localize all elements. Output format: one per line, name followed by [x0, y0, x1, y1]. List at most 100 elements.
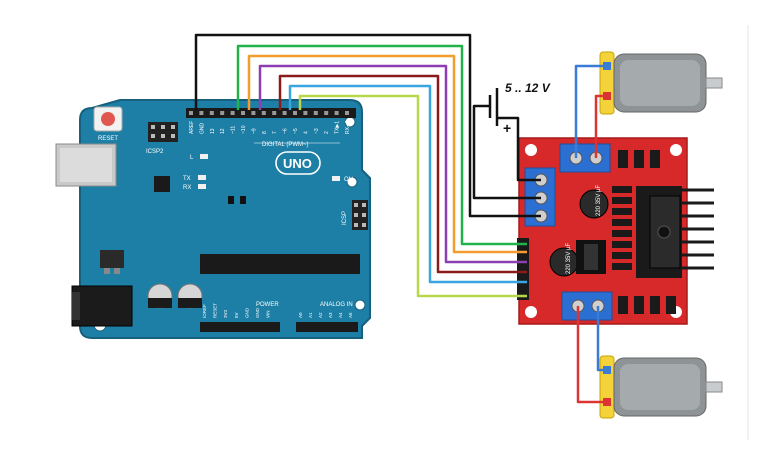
- wire-motor-b-blue: [596, 306, 603, 372]
- input-header: [517, 238, 529, 300]
- driver-cap1-label: 220 35V μF: [596, 185, 602, 216]
- icsp-label: ICSP: [342, 211, 348, 225]
- wire-orange: [247, 54, 527, 254]
- wires: [194, 33, 603, 404]
- power-pin-label: 3V3: [223, 309, 228, 318]
- top-pin-label: GND: [199, 123, 205, 135]
- analog-label: ANALOG IN: [320, 302, 353, 308]
- led-on-label: ON: [344, 177, 353, 183]
- analog-pin-label: A1: [308, 312, 313, 318]
- led-rx-label: RX: [183, 185, 191, 191]
- analog-header: [296, 322, 358, 332]
- header-pin: [251, 111, 256, 115]
- diode: [612, 241, 632, 248]
- driver-capacitor-1: [579, 189, 609, 219]
- top-pin-label: 4: [303, 131, 309, 134]
- power-header: [200, 322, 280, 332]
- wire-battery-minus: [472, 104, 541, 200]
- icsp2-header: [148, 122, 178, 142]
- header-pin: [261, 111, 266, 115]
- header-pin: [272, 111, 277, 115]
- diode: [612, 197, 632, 204]
- led-tx-label: TX: [183, 176, 191, 182]
- header-pin: [241, 111, 245, 115]
- top-pin-label: ~9: [251, 128, 257, 134]
- top-pin-label: ~10: [241, 125, 247, 134]
- motor-a: [599, 51, 723, 115]
- icsp-header: [352, 200, 368, 230]
- diode: [612, 252, 632, 259]
- analog-pin-label: A3: [328, 312, 333, 318]
- digital-header: [186, 108, 356, 118]
- wire-yellow: [298, 94, 527, 298]
- wire-battery-plus: [497, 116, 541, 182]
- wire-darkred: [278, 74, 527, 274]
- uno-text: UNO: [283, 156, 312, 171]
- top-pin-label: ~6: [283, 128, 289, 134]
- analog-pin-label: A4: [338, 312, 343, 318]
- supply-plus-label: +: [503, 120, 511, 136]
- top-pin-label: 2: [324, 131, 330, 134]
- uno-logo: [275, 151, 321, 175]
- header-pin: [303, 111, 308, 115]
- analog-pin-label: A2: [318, 312, 323, 318]
- small-chip: [154, 176, 170, 192]
- reset-label: RESET: [98, 136, 118, 142]
- header-pin: [282, 111, 287, 115]
- top-pin-label: ~5: [293, 128, 299, 134]
- dc-jack: [71, 285, 133, 327]
- wire-purple: [258, 64, 527, 264]
- wire-motor-a-blue: [574, 64, 603, 158]
- diode: [612, 263, 632, 270]
- analog-pin-label: A0: [298, 312, 303, 318]
- diode: [612, 186, 632, 193]
- top-pin-label: 13: [210, 128, 216, 134]
- power-pin-label: 5V: [234, 312, 239, 318]
- driver-cap2-label: 220 35V μF: [566, 243, 572, 274]
- wire-motor-b-red: [576, 306, 603, 404]
- header-pin: [324, 111, 329, 115]
- header-pin: [230, 111, 235, 115]
- motor-b: [599, 355, 723, 419]
- power-pin-label: VIN: [266, 310, 271, 318]
- wire-green: [236, 44, 527, 246]
- wire-motor-a-red: [594, 94, 603, 158]
- diode: [612, 230, 632, 237]
- header-pin: [189, 111, 193, 115]
- header-pin: [334, 111, 339, 115]
- supply-voltage-label: 5 .. 12 V: [505, 81, 551, 95]
- power-pin-label: IOREF: [202, 304, 207, 318]
- diode: [612, 219, 632, 226]
- top-pin-label: 8: [262, 131, 268, 134]
- led-l-label: L: [190, 155, 194, 161]
- digital-label: DIGITAL (PWM~): [262, 142, 309, 148]
- top-pin-label: AREF: [189, 121, 195, 134]
- top-pin-label: 12: [220, 128, 226, 134]
- l298n-driver-board: 220 35V μF 220 35V μF: [517, 137, 714, 325]
- header-pin: [209, 111, 214, 115]
- battery-symbol: 5 .. 12 V +: [488, 81, 551, 136]
- atmega-chip: [200, 254, 360, 274]
- wire-blue: [288, 84, 527, 284]
- driver-capacitor-2: [549, 247, 579, 277]
- icsp2-label: ICSP2: [146, 149, 164, 155]
- top-pin-label: RX◀0: [345, 120, 351, 134]
- header-pin: [313, 111, 318, 115]
- top-pin-label: TX▶1: [335, 121, 341, 134]
- top-pin-label: 7: [272, 131, 278, 134]
- power-pin-label: RESET: [213, 303, 218, 318]
- power-pin-label: GND: [255, 307, 260, 318]
- analog-pin-label: A5: [348, 312, 353, 318]
- wire-gnd: [194, 33, 541, 218]
- header-pin: [293, 111, 297, 115]
- header-pin: [220, 111, 225, 115]
- header-pin: [199, 111, 204, 115]
- power-pin-label: GND: [244, 307, 249, 318]
- header-pin: [345, 111, 349, 115]
- top-pin-label: ~11: [231, 126, 237, 134]
- top-pin-label: ~3: [314, 128, 320, 134]
- power-label: POWER: [256, 302, 279, 308]
- diode: [612, 208, 632, 215]
